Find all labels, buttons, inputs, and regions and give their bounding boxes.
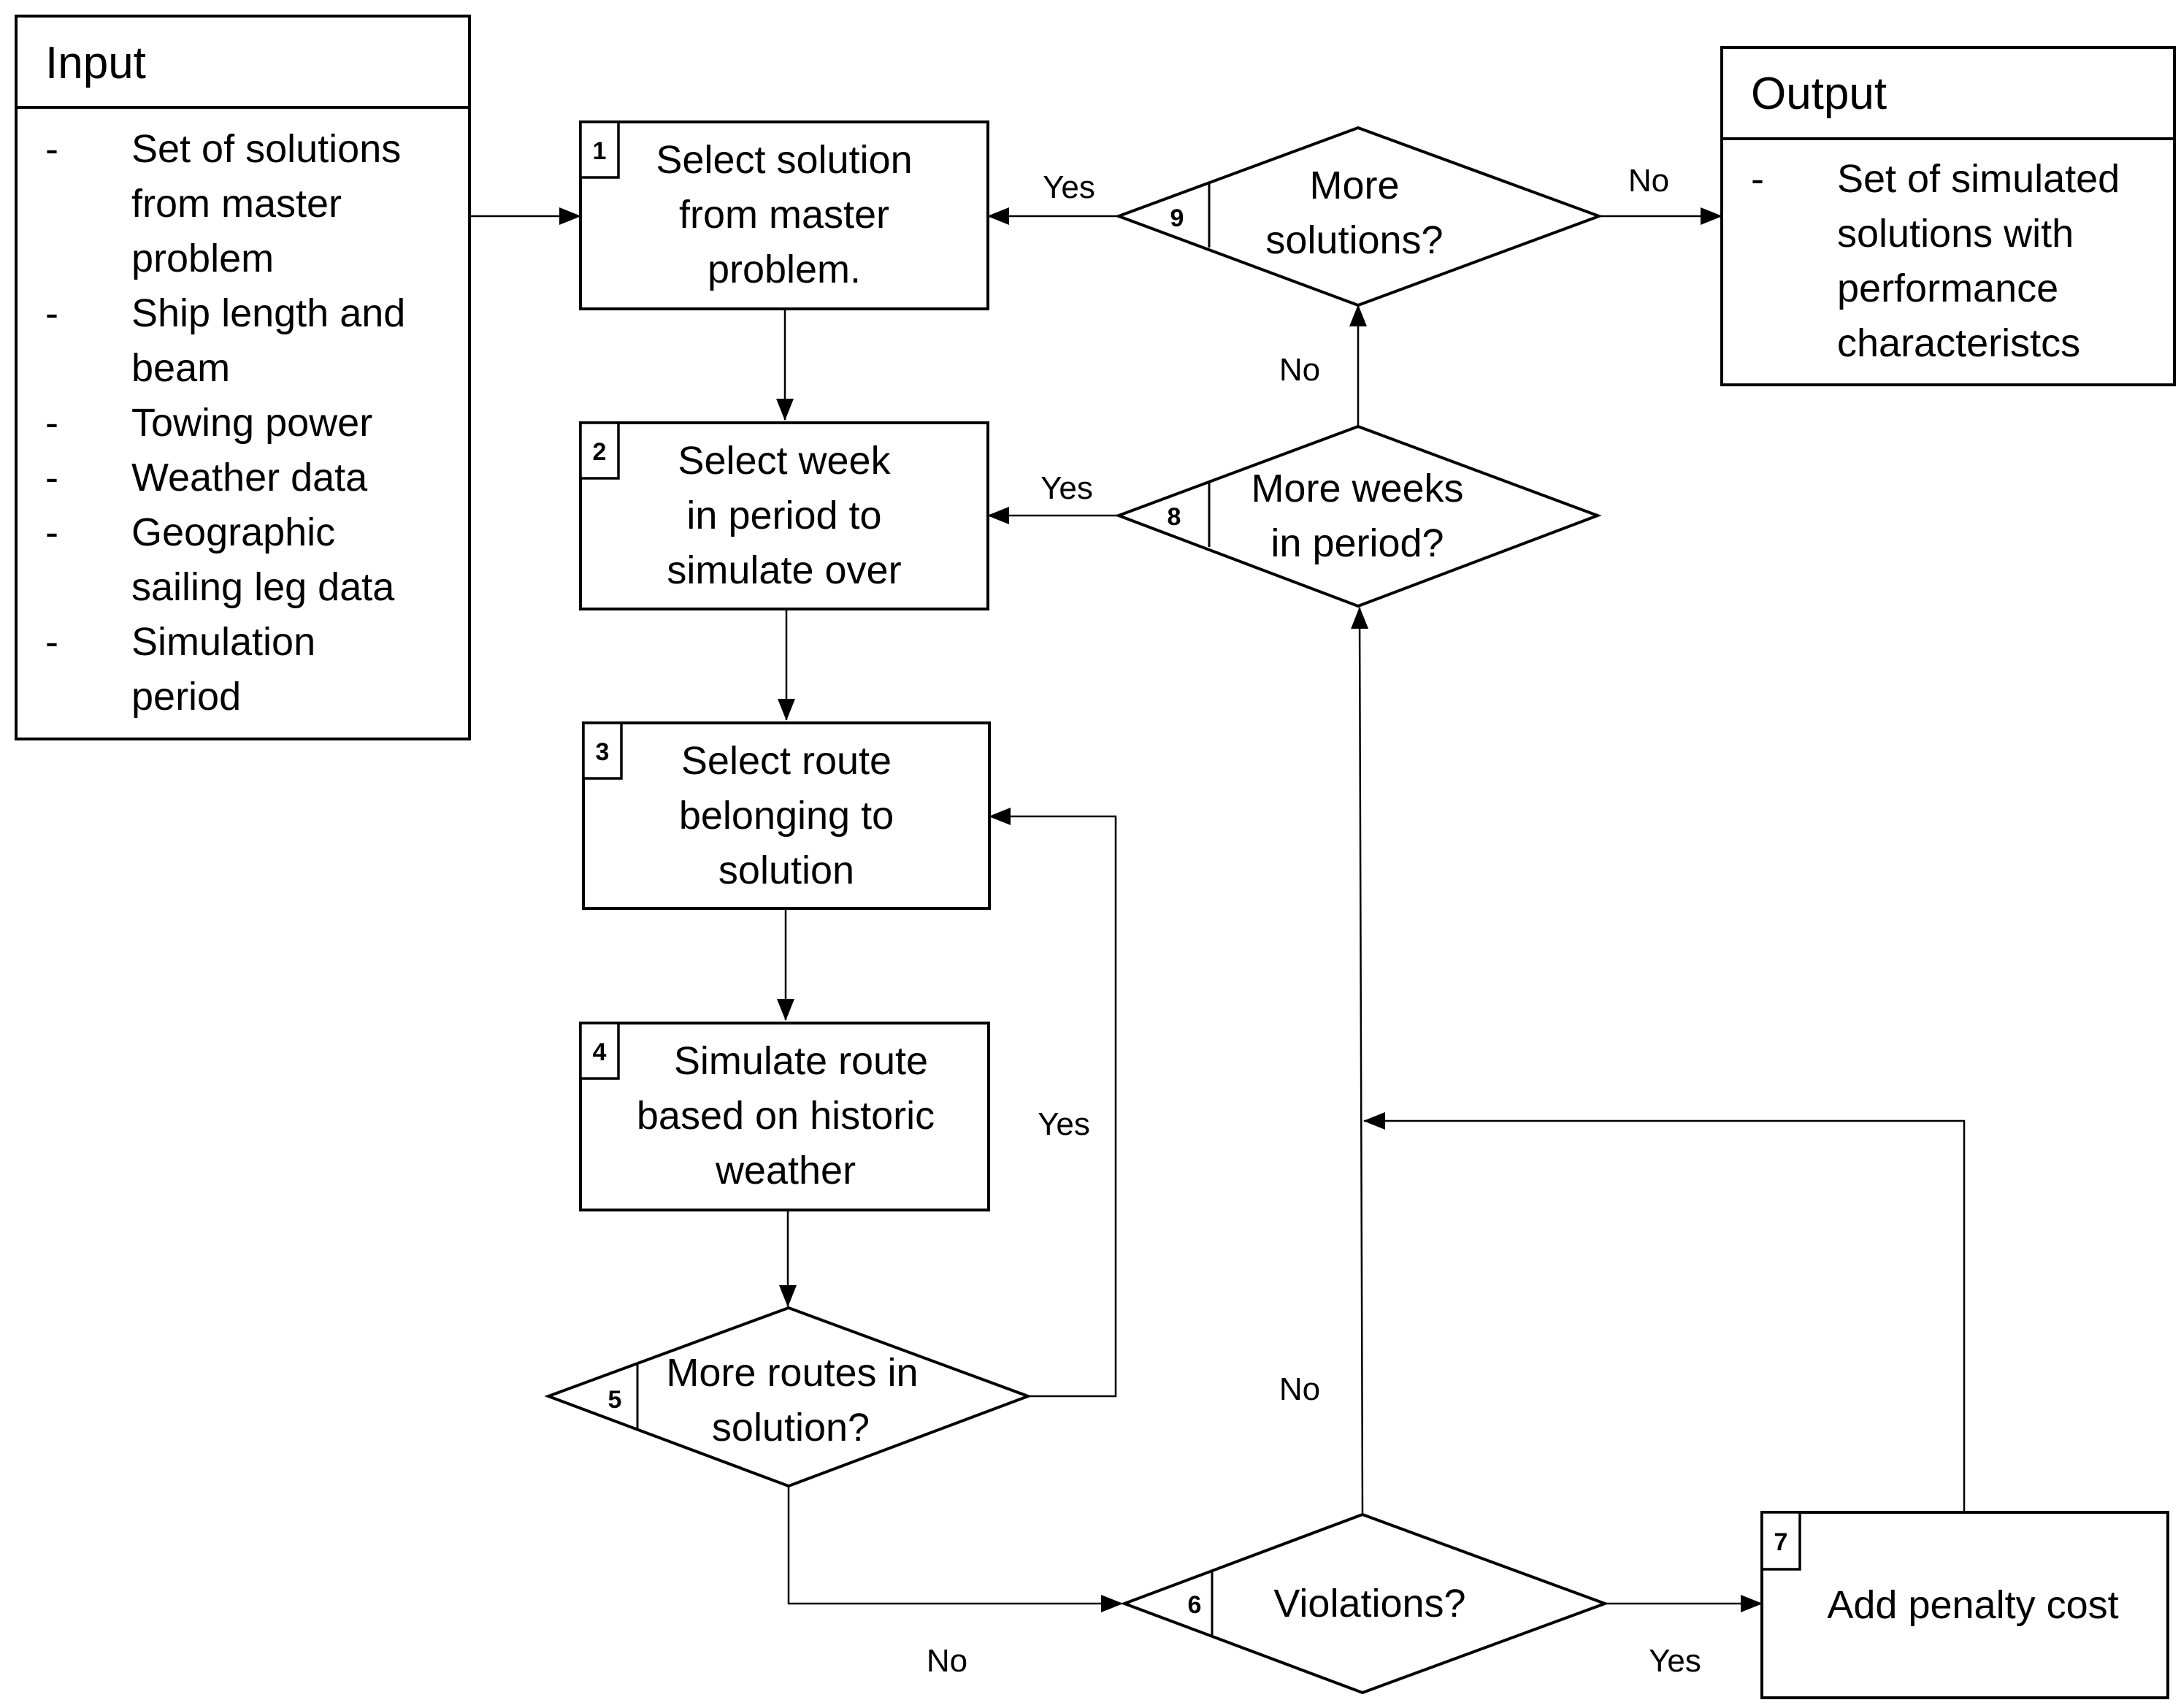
step-4-line: based on historic xyxy=(637,1094,935,1138)
edge-label-d8-no: No xyxy=(1279,352,1320,388)
decision-6-line: Violations? xyxy=(1273,1582,1465,1625)
step-1-line: from master xyxy=(679,193,889,237)
step-3-number: 3 xyxy=(596,738,610,766)
output-panel: Output - Set of simulated solutions with… xyxy=(1720,46,2176,386)
input-bullet: - xyxy=(45,291,58,335)
decision-8-line: in period? xyxy=(1270,521,1444,565)
step-2-line: Select week xyxy=(678,439,891,483)
decision-8-number: 8 xyxy=(1168,503,1181,531)
decision-5: 5 More routes in solution? xyxy=(544,1306,1032,1488)
arrow-d5-no-to-d6 xyxy=(787,1486,1123,1612)
decision-5-number: 5 xyxy=(608,1386,622,1414)
input-title: Input xyxy=(45,38,146,88)
edge-label-d5-yes: Yes xyxy=(1038,1106,1090,1142)
decision-9-number: 9 xyxy=(1170,204,1184,232)
output-bullet: - xyxy=(1751,157,1764,201)
step-1-number: 1 xyxy=(593,137,607,165)
input-bullet: - xyxy=(45,510,58,554)
input-item-line: Simulation xyxy=(131,620,315,664)
step-3-line: belonging to xyxy=(679,794,894,838)
input-item-line: problem xyxy=(131,237,274,280)
decision-5-line: solution? xyxy=(712,1406,870,1449)
input-bullet: - xyxy=(45,127,58,171)
edge-label-d6-yes: Yes xyxy=(1649,1643,1701,1679)
step-2-number: 2 xyxy=(593,438,607,466)
step-3-line: Select route xyxy=(681,739,892,783)
step-4-line: weather xyxy=(715,1149,856,1192)
decision-5-line: More routes in xyxy=(666,1351,918,1395)
edge-label-d8-yes: Yes xyxy=(1040,470,1093,506)
input-item-line: Ship length and xyxy=(131,291,405,335)
output-item-line: characteristcs xyxy=(1837,321,2080,365)
decision-9-line: solutions? xyxy=(1265,218,1443,262)
output-item-line: Set of simulated xyxy=(1837,157,2120,201)
step-4-number: 4 xyxy=(593,1038,607,1066)
step-1-box: 1 Select solution from master problem. xyxy=(579,120,989,310)
step-2-line: in period to xyxy=(686,494,881,537)
output-title: Output xyxy=(1751,69,1887,119)
output-item-line: performance xyxy=(1837,267,2058,310)
output-item-line: solutions with xyxy=(1837,212,2074,256)
input-item-line: Weather data xyxy=(131,456,368,499)
connectors xyxy=(471,207,1966,1612)
step-2-box: 2 Select week in period to simulate over xyxy=(579,421,989,610)
input-item-line: Towing power xyxy=(131,401,372,445)
step-3-box: 3 Select route belonging to solution xyxy=(582,721,991,910)
step-7-line: Add penalty cost xyxy=(1827,1583,2118,1627)
step-4-box: 4 Simulate route based on historic weath… xyxy=(579,1022,990,1211)
decision-6-number: 6 xyxy=(1188,1591,1202,1619)
input-item-line: from master xyxy=(131,182,342,226)
input-list: - Set of solutions from master problem -… xyxy=(45,127,405,719)
edge-label-d6-no: No xyxy=(1279,1371,1320,1407)
step-1-line: problem. xyxy=(708,248,861,291)
edge-labels: Yes No Yes No Yes No Yes No xyxy=(927,163,1701,1679)
edge-label-d9-no: No xyxy=(1628,163,1669,199)
arrow-d5-yes-to-step3 xyxy=(989,808,1117,1398)
decision-9: 9 More solutions? xyxy=(1114,126,1603,307)
input-item-line: beam xyxy=(131,346,230,390)
step-3-line: solution xyxy=(718,849,854,892)
decision-9-line: More xyxy=(1309,164,1399,207)
input-bullet: - xyxy=(45,456,58,499)
input-item-line: Set of solutions xyxy=(131,127,401,171)
input-item-line: period xyxy=(131,675,241,719)
decision-6: 6 Violations? xyxy=(1120,1512,1609,1695)
input-item-line: sailing leg data xyxy=(131,565,395,609)
step-4-line: Simulate route xyxy=(674,1039,928,1083)
decision-8-line: More weeks xyxy=(1251,467,1463,510)
edge-label-d5-no: No xyxy=(927,1643,967,1679)
input-item-line: Geographic xyxy=(131,510,335,554)
input-bullet: - xyxy=(45,620,58,664)
arrow-step7-to-d6-no-line xyxy=(1363,1112,1966,1511)
step-7-number: 7 xyxy=(1774,1528,1788,1556)
step-2-line: simulate over xyxy=(667,548,901,592)
decision-8: 8 More weeks in period? xyxy=(1114,424,1602,608)
input-panel: Input - Set of solutions from master pro… xyxy=(15,15,471,740)
input-bullet: - xyxy=(45,401,58,445)
step-7-box: 7 Add penalty cost xyxy=(1760,1511,2169,1699)
edge-label-d9-yes: Yes xyxy=(1043,169,1095,205)
step-1-line: Select solution xyxy=(656,138,912,182)
arrow-d6-no-to-d8 xyxy=(1351,607,1369,1514)
